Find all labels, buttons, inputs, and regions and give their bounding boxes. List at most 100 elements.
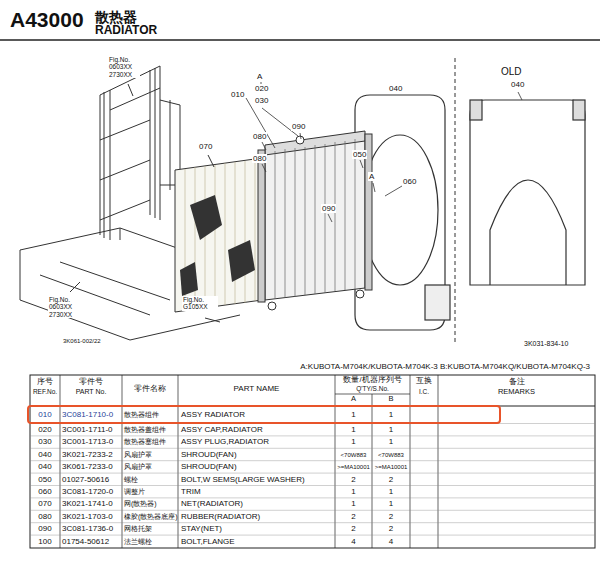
parts-illustration xyxy=(175,158,262,312)
parts-illustration xyxy=(573,100,585,120)
callout-number: 070 xyxy=(198,142,213,151)
parts-illustration xyxy=(470,100,585,285)
table-part-name-chinese: 螺栓 xyxy=(124,474,178,486)
callout-number: 040 xyxy=(388,84,403,93)
parts-illustration xyxy=(258,131,372,310)
callout-number: 090 xyxy=(321,204,336,213)
callout-number: 030 xyxy=(254,96,269,105)
table-ref-number: 010 xyxy=(30,407,60,423)
table-part-number: 3C081-1710-0 xyxy=(62,407,122,423)
table-part-name: STAY(NET) xyxy=(181,523,333,535)
table-part-number: 3C081-1720-0 xyxy=(62,486,122,498)
parts-illustration xyxy=(100,66,180,240)
callout-number: 080 xyxy=(252,154,267,163)
table-ref-number: 060 xyxy=(30,486,60,498)
parts-illustration xyxy=(30,375,595,548)
parts-illustration xyxy=(246,98,275,148)
table-quantity: 1 xyxy=(372,436,410,448)
parts-illustration xyxy=(205,318,220,322)
drawing-number: 3K031-834-10 xyxy=(523,340,569,348)
view-letter: A xyxy=(368,172,375,181)
table-quantity: 1 xyxy=(372,407,410,423)
table-part-name: SHROUD(FAN) xyxy=(181,461,333,473)
parts-illustration xyxy=(258,150,265,302)
parts-illustration xyxy=(275,139,355,299)
model-legend-note: A:KUBOTA-M704K/KUBOTA-M704K-3 B:KUBOTA-M… xyxy=(300,362,590,371)
table-ref-number: 090 xyxy=(30,523,60,535)
title-chinese: 散热器 xyxy=(95,9,137,25)
table-header: Q'TY/S.No. xyxy=(335,385,410,392)
view-letter: A xyxy=(256,72,263,81)
table-part-number: 3C081-1736-0 xyxy=(62,523,122,535)
parts-illustration xyxy=(328,214,332,222)
table-quantity: 1 xyxy=(335,407,372,423)
table-quantity: 2 xyxy=(372,511,410,523)
figure-reference: Fig.No. 0603XX 2730XX xyxy=(48,296,80,318)
table-part-number: 3K061-7233-0 xyxy=(62,461,122,473)
parts-illustration xyxy=(262,164,266,172)
table-quantity: 1 xyxy=(335,436,372,448)
table-header: 零件号 xyxy=(60,377,122,386)
table-part-name-chinese: 风扇护罩 xyxy=(124,461,178,473)
parts-illustration xyxy=(518,92,522,100)
parts-illustration xyxy=(60,375,438,548)
callout-number: 060 xyxy=(402,177,417,186)
table-quantity: 2 xyxy=(372,523,410,535)
parts-illustration xyxy=(228,240,255,282)
table-part-name-chinese: 法兰螺栓 xyxy=(124,536,178,548)
callout-number: 020 xyxy=(254,84,269,93)
table-ref-number: 050 xyxy=(30,474,60,486)
parts-illustration xyxy=(208,155,214,167)
table-quantity: <70W883 xyxy=(372,449,410,461)
table-part-name-chinese: 橡胶(散热器底座) xyxy=(124,511,178,523)
table-part-number: 3C001-1711-0 xyxy=(62,424,122,436)
table-part-number: 01754-50612 xyxy=(62,536,122,548)
table-quantity: 1 xyxy=(372,498,410,510)
table-part-name-chinese: 散热器组件 xyxy=(124,407,178,423)
parts-illustration xyxy=(70,282,80,292)
callout-number: 090 xyxy=(291,122,306,131)
table-part-name: TRIM xyxy=(181,486,333,498)
parts-illustration xyxy=(268,302,276,310)
table-part-name: ASSY PLUG,RADIATOR xyxy=(181,436,333,448)
table-part-name: ASSY CAP,RADIATOR xyxy=(181,424,333,436)
table-quantity: 2 xyxy=(372,474,410,486)
table-ref-number: 070 xyxy=(30,498,60,510)
parts-illustration xyxy=(356,290,364,298)
table-quantity: 1 xyxy=(372,486,410,498)
table-part-number: 3C001-1713-0 xyxy=(62,436,122,448)
table-quantity: 4 xyxy=(372,536,410,548)
table-part-name-chinese: 调整片 xyxy=(124,486,178,498)
table-part-name-chinese: 散热器塞组件 xyxy=(124,436,178,448)
parts-illustration xyxy=(425,285,450,320)
parts-illustration xyxy=(262,142,266,150)
table-part-number: 3K021-1741-0 xyxy=(62,498,122,510)
table-quantity: >=MA10001 xyxy=(372,461,410,473)
drawing-number: 3K061-002/22 xyxy=(62,338,102,345)
table-header: A xyxy=(335,395,372,404)
table-header: 零件名称 xyxy=(122,384,178,393)
parts-illustration xyxy=(296,136,304,144)
table-quantity: 1 xyxy=(335,498,372,510)
parts-illustration xyxy=(355,95,450,330)
parts-illustration xyxy=(335,394,410,395)
parts-illustration xyxy=(0,39,600,41)
table-part-name: SHROUD(FAN) xyxy=(181,449,333,461)
figure-reference: Fig.No. 0603XX 2730XX xyxy=(108,56,140,78)
parts-illustration xyxy=(175,155,262,312)
table-ref-number: 080 xyxy=(30,511,60,523)
old-version-label: OLD xyxy=(500,66,523,78)
parts-illustration xyxy=(385,186,402,196)
table-quantity: 2 xyxy=(335,511,372,523)
table-header: 备注 xyxy=(438,377,595,386)
table-quantity: 1 xyxy=(335,424,372,436)
parts-illustration xyxy=(470,100,585,285)
parts-illustration xyxy=(470,100,482,120)
table-quantity: 4 xyxy=(335,536,372,548)
table-part-name-chinese: 风扇护罩 xyxy=(124,449,178,461)
table-quantity: >=MA10001 xyxy=(335,461,372,473)
table-ref-number: 020 xyxy=(30,424,60,436)
table-part-name-chinese: 网(散热器) xyxy=(124,498,178,510)
callout-number: 010 xyxy=(230,90,245,99)
